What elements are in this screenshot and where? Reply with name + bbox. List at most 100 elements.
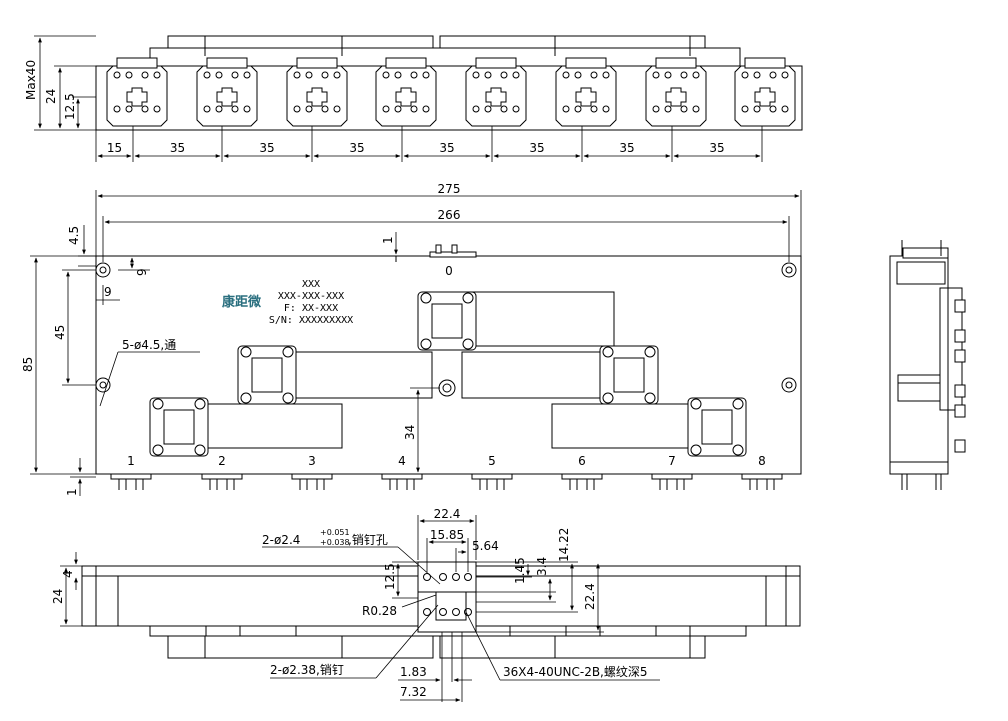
screw-hole bbox=[141, 71, 149, 79]
screw-hole bbox=[500, 71, 508, 79]
screw-hole bbox=[231, 105, 239, 113]
radius-label: R0.28 bbox=[362, 604, 397, 618]
top-connector-6 bbox=[555, 57, 617, 127]
screw-hole bbox=[125, 71, 133, 79]
screw-hole bbox=[382, 71, 390, 79]
relay-group bbox=[149, 291, 747, 457]
connector-mount bbox=[475, 57, 517, 69]
screw-hole bbox=[410, 71, 418, 79]
top-connector-5 bbox=[465, 57, 527, 127]
relay-contact-icon bbox=[395, 87, 417, 107]
relay-screw bbox=[602, 346, 614, 358]
relay-left-lower bbox=[149, 397, 343, 457]
screw-hole bbox=[394, 105, 402, 113]
top-connector-7 bbox=[645, 57, 707, 127]
relay-window bbox=[701, 409, 733, 445]
height-24-label: 24 bbox=[44, 89, 58, 104]
connector-flange bbox=[286, 65, 348, 127]
port-label-6: 6 bbox=[578, 454, 586, 468]
thread-note: 36X4-40UNC-2B,螺纹深5 bbox=[503, 665, 648, 679]
relay-contact-icon bbox=[665, 87, 687, 107]
label-line-1: XXX bbox=[302, 279, 320, 290]
top-connector-4 bbox=[375, 57, 437, 127]
port-label-3: 3 bbox=[308, 454, 316, 468]
relay-screw bbox=[152, 444, 164, 456]
screw-hole bbox=[203, 105, 211, 113]
connector-flange bbox=[734, 65, 796, 127]
screw-hole bbox=[512, 71, 520, 79]
relay-screw bbox=[194, 398, 206, 410]
hole-spacing-label: 45 bbox=[53, 325, 67, 340]
screw-hole bbox=[753, 71, 761, 79]
port-flange bbox=[651, 473, 693, 480]
screw-hole bbox=[215, 105, 223, 113]
port-label-4: 4 bbox=[398, 454, 406, 468]
relay-window bbox=[613, 357, 645, 393]
screw-hole bbox=[394, 71, 402, 79]
relay-screw bbox=[282, 392, 294, 404]
port-label-1: 1 bbox=[127, 454, 135, 468]
height-85-label: 85 bbox=[21, 357, 35, 372]
screw-hole bbox=[574, 71, 582, 79]
pin-hole-note: 2-ø2.4 bbox=[262, 533, 300, 547]
spacing-label-6: 35 bbox=[529, 141, 544, 155]
step-label: 4 bbox=[61, 570, 75, 578]
relay-common bbox=[417, 291, 615, 351]
screw-hole bbox=[574, 105, 582, 113]
relay-right-upper bbox=[461, 345, 659, 405]
screw-hole bbox=[781, 71, 789, 79]
spacing-label-7: 35 bbox=[619, 141, 634, 155]
spacing-label-3: 35 bbox=[259, 141, 274, 155]
screw-hole bbox=[590, 71, 598, 79]
screw-hole bbox=[590, 105, 598, 113]
screw-hole bbox=[692, 71, 700, 79]
relay-right-lower bbox=[551, 397, 747, 457]
relay-screw bbox=[462, 338, 474, 350]
relay-screw bbox=[602, 392, 614, 404]
front-view: XXX XXX-XXX-XXX F: XX-XXX S/N: XXXXXXXXX… bbox=[21, 182, 802, 496]
screw-hole bbox=[512, 105, 520, 113]
relay-screw bbox=[240, 346, 252, 358]
screw-hole bbox=[602, 105, 610, 113]
screw-hole bbox=[293, 105, 301, 113]
label-line-2: XXX-XXX-XXX bbox=[278, 291, 344, 302]
pin-hole-note-suffix: ,销钉孔 bbox=[348, 533, 388, 547]
screw-hole bbox=[231, 71, 239, 79]
port-flange bbox=[561, 473, 603, 480]
screw-hole bbox=[293, 71, 301, 79]
relay-window bbox=[431, 303, 463, 339]
bottom-offset-label: 1 bbox=[65, 488, 79, 496]
screw-hole bbox=[741, 71, 749, 79]
top-connector-1 bbox=[106, 57, 168, 127]
relay-screw bbox=[644, 346, 656, 358]
hole-callout: 5-ø4.5,通 bbox=[122, 338, 176, 352]
screw-hole bbox=[664, 71, 672, 79]
screw-hole bbox=[753, 105, 761, 113]
dim-12-5-label: 12.5 bbox=[383, 563, 397, 590]
relay-screw bbox=[690, 398, 702, 410]
bottom-connector-bumps bbox=[149, 625, 747, 637]
port-label-2: 2 bbox=[218, 454, 226, 468]
screw-hole bbox=[203, 71, 211, 79]
screw-hole bbox=[741, 105, 749, 113]
top-connector-row bbox=[106, 57, 796, 127]
dim-15-85-label: 15.85 bbox=[430, 528, 464, 542]
screw-hole bbox=[484, 105, 492, 113]
pin-hole-tol-lower: +0.038 bbox=[320, 538, 350, 547]
port-flange bbox=[201, 473, 243, 480]
relay-contact-icon bbox=[575, 87, 597, 107]
dim-7-32-label: 7.32 bbox=[400, 685, 427, 699]
top-connector-3 bbox=[286, 57, 348, 127]
overall-width-label: 275 bbox=[438, 182, 461, 196]
spacing-label-8: 35 bbox=[709, 141, 724, 155]
screw-hole bbox=[769, 105, 777, 113]
relay-contact-icon bbox=[126, 87, 148, 107]
connector-flange bbox=[196, 65, 258, 127]
connector-bump bbox=[239, 625, 297, 637]
screw-hole bbox=[652, 71, 660, 79]
screw-hole bbox=[243, 105, 251, 113]
port-flange bbox=[381, 473, 423, 480]
screw-hole bbox=[664, 105, 672, 113]
label-line-3: F: XX-XXX bbox=[284, 303, 338, 314]
